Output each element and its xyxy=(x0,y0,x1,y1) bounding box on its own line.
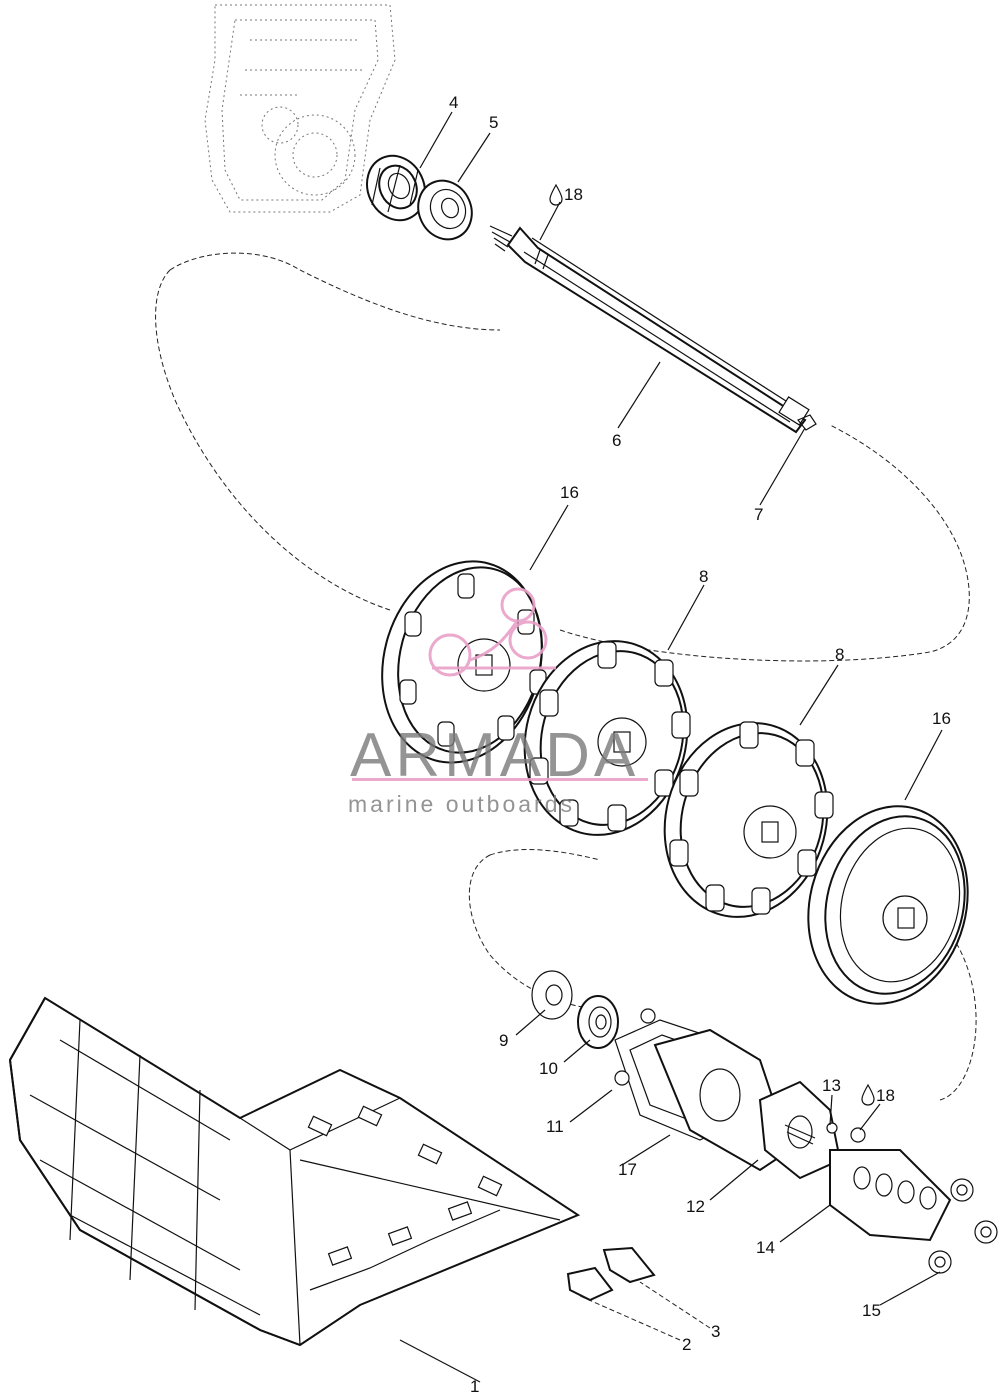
callout-3: 3 xyxy=(711,1322,720,1341)
callout-18-top: 18 xyxy=(564,185,583,204)
callout-14: 14 xyxy=(756,1238,775,1257)
watermark-tagline: marine outboards xyxy=(348,791,575,817)
callout-13: 13 xyxy=(822,1076,841,1095)
sprocket-part-8-first xyxy=(523,640,691,836)
bolts-parts-11-13 xyxy=(614,1008,866,1143)
chaincase-housing xyxy=(204,4,396,213)
bracket-part-14 xyxy=(829,1149,952,1242)
bearing-part-10 xyxy=(577,995,619,1049)
callout-10: 10 xyxy=(539,1059,558,1078)
armada-logo-mark xyxy=(428,587,556,677)
callout-17: 17 xyxy=(618,1160,637,1179)
callout-16-right: 16 xyxy=(932,709,951,728)
bearing-housing-part-12 xyxy=(653,1028,842,1180)
callout-5: 5 xyxy=(489,113,498,132)
callout-7: 7 xyxy=(754,505,763,524)
callout-6: 6 xyxy=(612,431,621,450)
callout-4: 4 xyxy=(449,93,458,112)
clip-part-7 xyxy=(797,414,817,431)
callout-16-left: 16 xyxy=(560,483,579,502)
watermark-underline xyxy=(352,778,648,781)
watermark-brand: ARMADA xyxy=(350,721,639,790)
lubricant-drop-icon xyxy=(549,183,563,206)
callout-8-second: 8 xyxy=(835,645,844,664)
callout-2: 2 xyxy=(682,1335,691,1354)
callout-leaders xyxy=(399,111,943,1383)
lubricant-drop-icon xyxy=(861,1083,875,1106)
callout-8-first: 8 xyxy=(699,567,708,586)
bearing-part-4 xyxy=(366,154,426,222)
washer-part-9 xyxy=(531,970,573,1020)
callout-12: 12 xyxy=(686,1197,705,1216)
callout-9: 9 xyxy=(499,1031,508,1050)
seal-part-5 xyxy=(417,179,473,241)
track-part-1 xyxy=(8,996,581,1347)
drive-chain-upper-outline xyxy=(155,252,970,662)
callout-1: 1 xyxy=(470,1377,479,1396)
nuts-part-15 xyxy=(928,1178,998,1274)
callout-18-bottom: 18 xyxy=(876,1086,895,1105)
drive-shaft-part-6 xyxy=(489,225,810,434)
sprocket-part-8-second xyxy=(663,721,834,918)
callout-11: 11 xyxy=(546,1117,564,1136)
callout-15: 15 xyxy=(862,1301,881,1320)
sprocket-wheel-part-16-right xyxy=(807,805,969,1005)
clips-parts-2-3 xyxy=(566,1246,656,1302)
armada-watermark: ARMADA marine outboards xyxy=(348,587,648,817)
